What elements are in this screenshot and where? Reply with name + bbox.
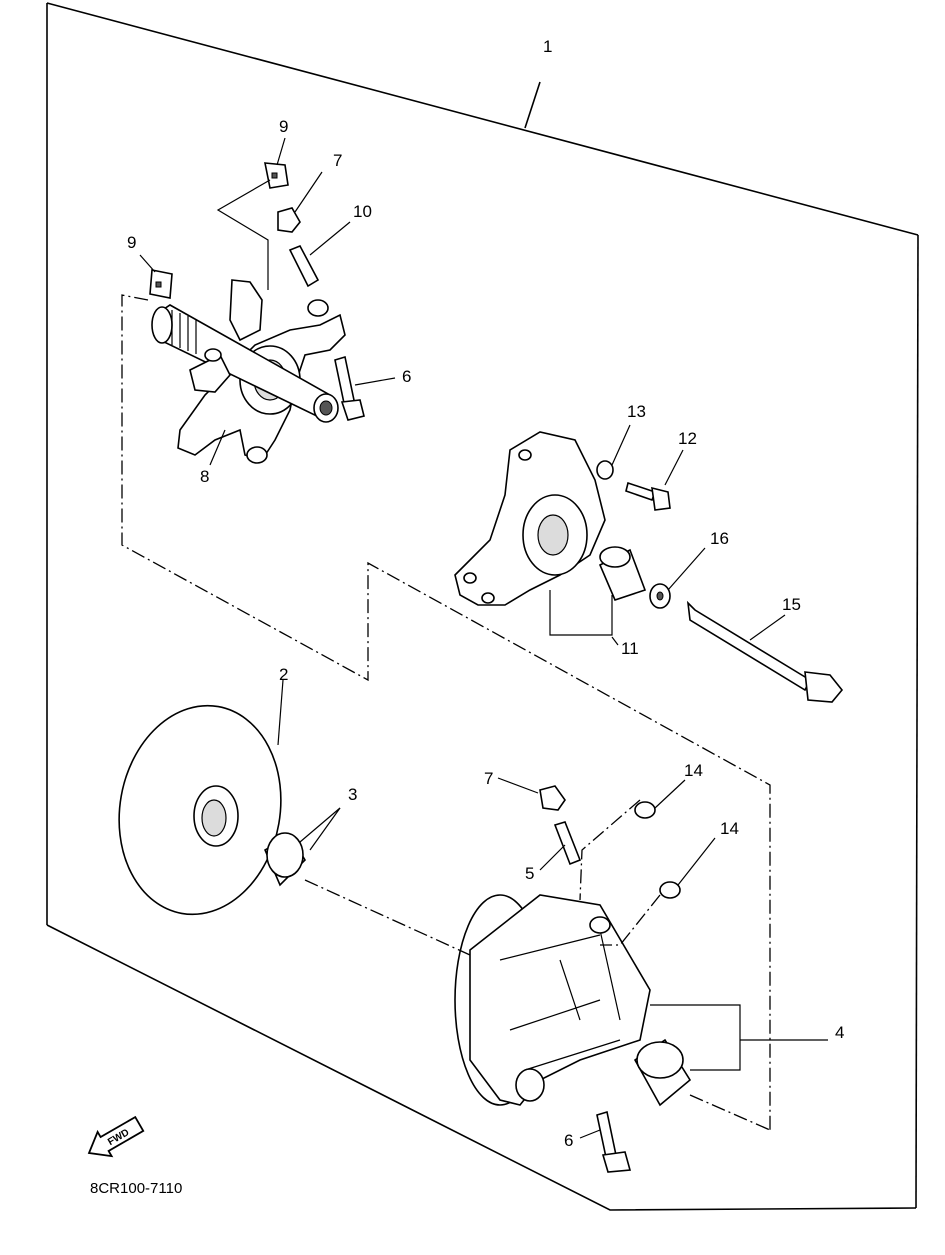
- callout-5: 5: [525, 864, 534, 883]
- callout-8: 8: [200, 467, 209, 486]
- callout-14-lower: 14: [720, 819, 739, 838]
- drawing-code: 8CR100-7110: [90, 1180, 182, 1197]
- bolt-part-6-upper: [334, 355, 365, 421]
- roller-part-14-upper: [634, 801, 656, 819]
- callout-1: 1: [543, 37, 552, 56]
- dash-leaders: [304, 799, 771, 1131]
- fwd-arrow-icon: FWD: [87, 1115, 145, 1158]
- roller-clip-part-9-upper: [264, 162, 289, 189]
- washer-part-13: [596, 460, 614, 480]
- callout-labels: 1 9 7 10 9 6 8 13 12 16 15 11 2 3 7 14 1…: [127, 37, 844, 1150]
- sheave-group-bracket: [121, 294, 771, 1130]
- callout-4: 4: [835, 1023, 844, 1042]
- pin-part-10: [288, 244, 320, 288]
- callout-9-lower: 9: [127, 233, 136, 252]
- bushing-part-11: [598, 546, 647, 601]
- callout-2: 2: [279, 665, 288, 684]
- callout-13: 13: [627, 402, 646, 421]
- callout-10: 10: [353, 202, 372, 221]
- spider-part-8: [151, 279, 346, 464]
- bushing-part-4: [633, 1038, 692, 1107]
- callout-7-lower: 7: [484, 769, 493, 788]
- bolt-part-6-lower: [596, 1110, 632, 1173]
- callout-12: 12: [678, 429, 697, 448]
- washer-part-16: [649, 583, 671, 609]
- callout-leaders: [139, 137, 786, 1139]
- bracket-11: [549, 590, 613, 636]
- moveable-sheave-part-4: [454, 894, 651, 1106]
- callout-3: 3: [348, 785, 357, 804]
- bolt-part-15: [686, 600, 844, 703]
- callout-15: 15: [782, 595, 801, 614]
- cover-part-11: [454, 431, 606, 606]
- callout-11: 11: [621, 639, 639, 658]
- callout-16: 16: [710, 529, 729, 548]
- screw-part-12: [625, 481, 671, 511]
- roller-clip-part-9-lower: [149, 269, 173, 299]
- assembly-frame: [46, 2, 919, 1211]
- callout-14-upper: 14: [684, 761, 703, 780]
- roller-part-14-lower: [659, 881, 681, 899]
- leader-9-to-spider: [216, 179, 271, 290]
- pin-part-5: [553, 821, 582, 866]
- sheave-part-2: [118, 704, 282, 916]
- spacer-part-3: [263, 832, 307, 887]
- bushing-part-7-upper: [277, 207, 301, 233]
- bracket-4: [650, 1004, 828, 1071]
- callout-9-upper: 9: [279, 117, 288, 136]
- callout-6-lower: 6: [564, 1131, 573, 1150]
- callout-6-upper: 6: [402, 367, 411, 386]
- bushing-part-7-lower: [539, 785, 566, 811]
- callout-7-upper: 7: [333, 151, 342, 170]
